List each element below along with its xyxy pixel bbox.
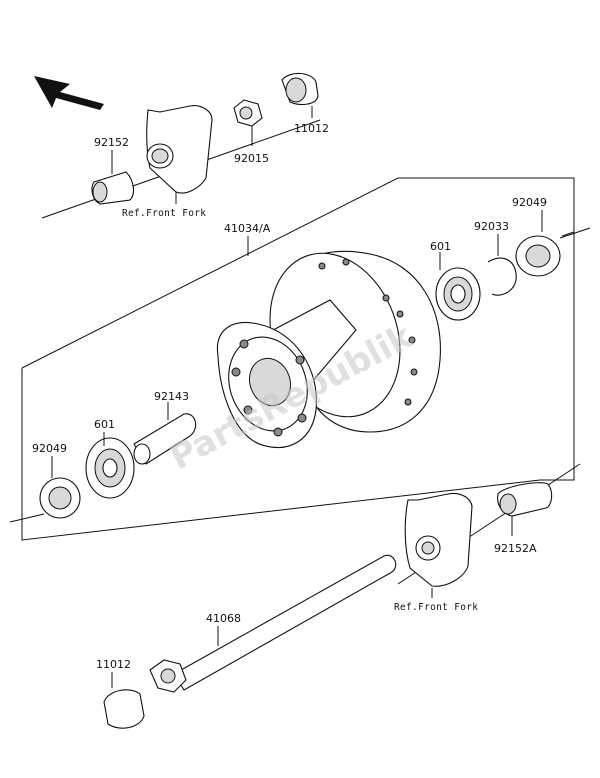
label-92015: 92015 bbox=[234, 152, 269, 165]
circlip-92033 bbox=[487, 234, 517, 296]
bearing-601-left bbox=[85, 432, 135, 499]
label-92049-right: 92049 bbox=[512, 196, 547, 209]
seal-92049-left bbox=[39, 456, 81, 519]
front-fork-bottom bbox=[404, 492, 473, 598]
nut-92015 bbox=[233, 99, 263, 146]
label-601-left: 601 bbox=[94, 418, 115, 431]
label-41068: 41068 bbox=[206, 612, 241, 625]
wheel-hub-41034 bbox=[216, 250, 441, 448]
label-92143: 92143 bbox=[154, 390, 189, 403]
label-92152: 92152 bbox=[94, 136, 129, 149]
label-92049-left: 92049 bbox=[32, 442, 67, 455]
direction-arrow-icon bbox=[34, 76, 104, 110]
label-41034: 41034/A bbox=[224, 222, 271, 235]
label-ref-front-fork-top: Ref.Front Fork bbox=[122, 208, 206, 219]
axle-41068 bbox=[149, 554, 397, 693]
cap-11012-bottom bbox=[103, 672, 145, 729]
front-fork-top bbox=[146, 105, 213, 204]
label-92152a: 92152A bbox=[494, 542, 537, 555]
label-ref-front-fork-bottom: Ref.Front Fork bbox=[394, 602, 478, 613]
label-11012-top: 11012 bbox=[294, 122, 329, 135]
cap-11012-top bbox=[281, 72, 319, 118]
collar-92152 bbox=[91, 150, 135, 205]
label-601-right: 601 bbox=[430, 240, 451, 253]
label-92033: 92033 bbox=[474, 220, 509, 233]
spacer-92143 bbox=[133, 402, 197, 465]
label-11012-bottom: 11012 bbox=[96, 658, 131, 671]
seal-92049-right bbox=[515, 210, 561, 277]
bearing-601-right bbox=[435, 252, 481, 321]
collar-92152a bbox=[497, 482, 553, 536]
